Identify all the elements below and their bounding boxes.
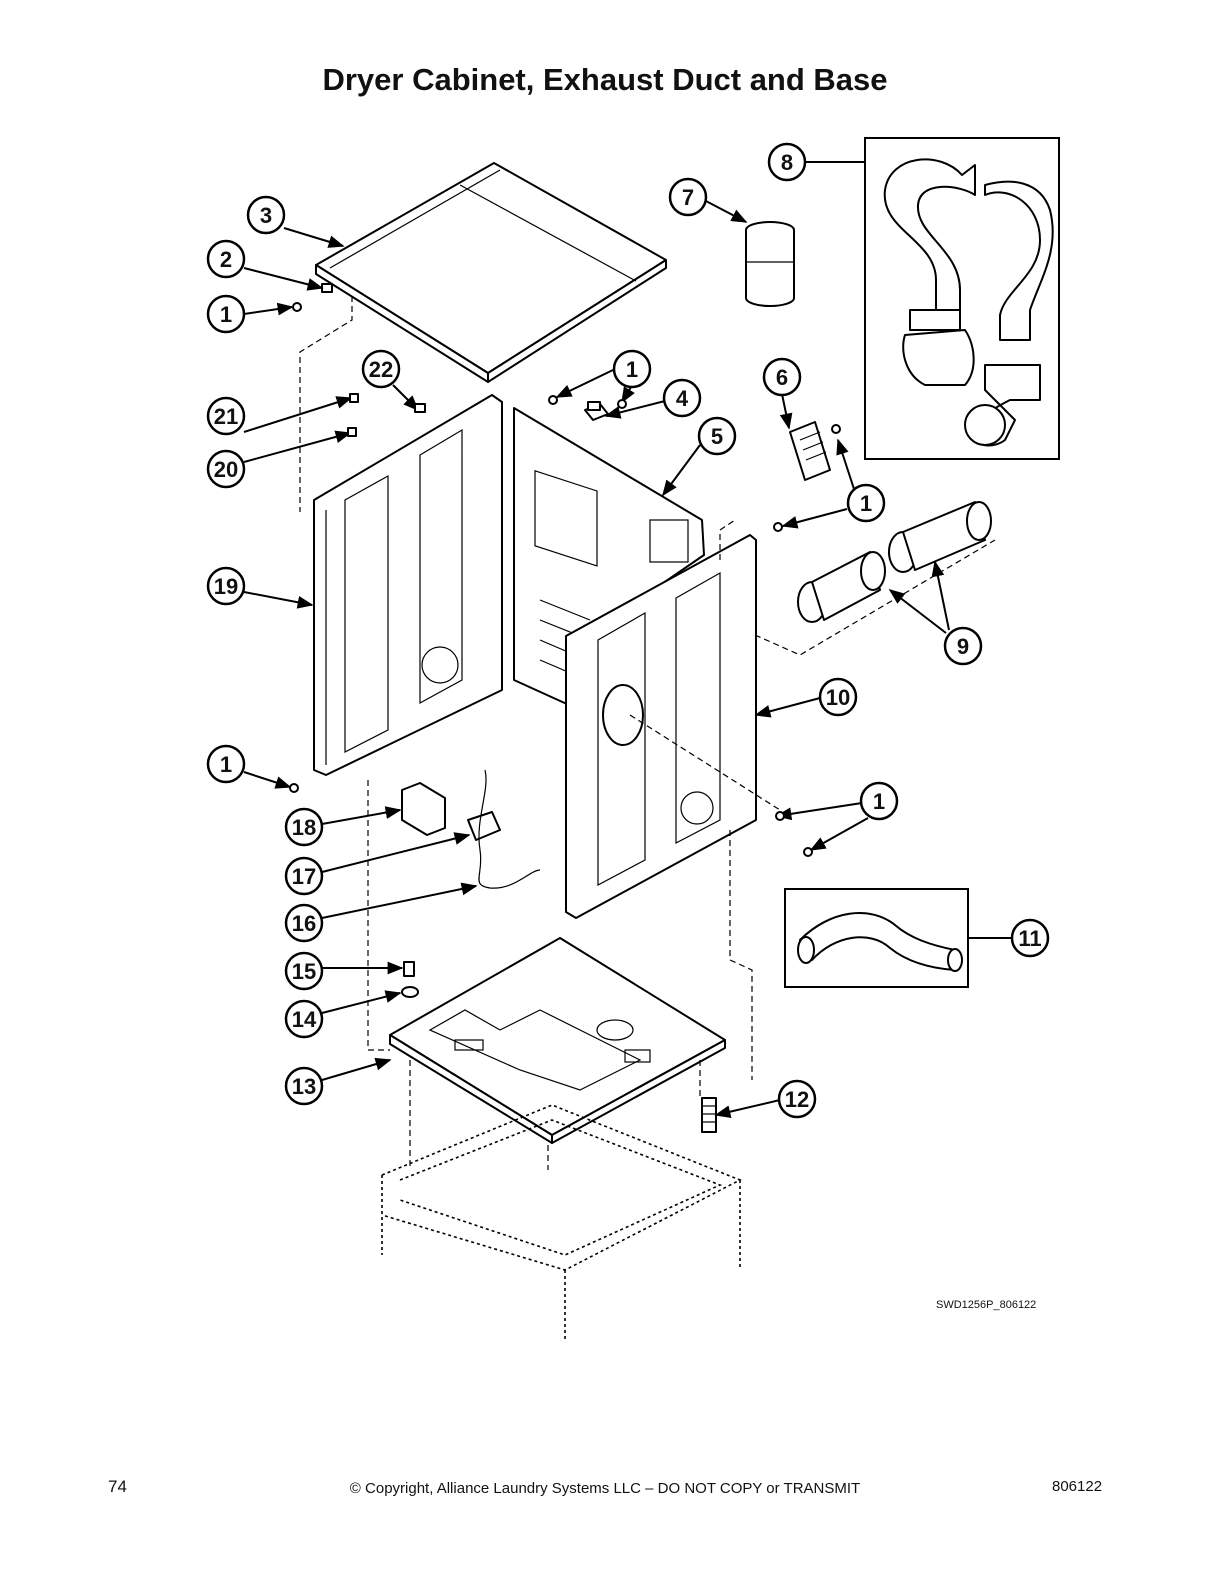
callout-18-label: 18 — [292, 815, 316, 840]
callout-9-label: 9 — [957, 634, 969, 659]
drawing-code: SWD1256P_806122 — [936, 1299, 1037, 1311]
callout-20-label: 20 — [214, 457, 238, 482]
callout-10: 10 — [818, 677, 858, 717]
callout-17: 17 — [284, 856, 324, 896]
callout-1: 1 — [612, 349, 652, 389]
callout-11: 11 — [1010, 918, 1050, 958]
page-title: Dryer Cabinet, Exhaust Duct and Base — [322, 62, 888, 97]
callout-8-label: 8 — [781, 150, 793, 175]
callout-8: 8 — [767, 142, 807, 182]
callout-19-label: 19 — [214, 574, 238, 599]
callout-14-label: 14 — [292, 1007, 317, 1032]
callout-16-label: 16 — [292, 911, 316, 936]
callout-7-label: 7 — [682, 185, 694, 210]
callout-13: 13 — [284, 1066, 324, 1106]
leveling-leg — [701, 1097, 717, 1133]
flex-hose — [784, 888, 969, 988]
bracket — [584, 401, 609, 421]
callout-12-label: 12 — [785, 1087, 809, 1112]
leveling-screw — [401, 961, 419, 998]
callout-18: 18 — [284, 807, 324, 847]
callout-1-label: 1 — [220, 302, 232, 327]
callout-15: 15 — [284, 951, 324, 991]
document-number: 806122 — [1052, 1478, 1103, 1495]
callout-9: 9 — [943, 626, 983, 666]
elbow-duct-kit — [864, 137, 1060, 460]
exhaust-duct — [745, 221, 795, 307]
callout-6: 6 — [762, 357, 802, 397]
callout-1-label: 1 — [626, 357, 638, 382]
base — [389, 937, 726, 1144]
callout-6-label: 6 — [776, 365, 788, 390]
callout-4: 4 — [662, 378, 702, 418]
callout-15-label: 15 — [292, 959, 316, 984]
callout-21: 21 — [206, 396, 246, 436]
callout-19: 19 — [206, 566, 246, 606]
callout-11-label: 11 — [1018, 926, 1041, 951]
vent-plate — [789, 421, 831, 481]
callout-1-label: 1 — [873, 789, 885, 814]
callout-5: 5 — [697, 416, 737, 456]
leader-lines — [243, 161, 1016, 1118]
callout-1: 1 — [206, 744, 246, 784]
callout-4-label: 4 — [676, 386, 689, 411]
callout-1: 1 — [846, 483, 886, 523]
page-number: 74 — [108, 1477, 127, 1496]
callout-1-label: 1 — [220, 752, 232, 777]
harness-bracket — [401, 769, 541, 889]
top-panel — [315, 162, 667, 383]
callout-1: 1 — [206, 294, 246, 334]
callout-21-label: 21 — [214, 404, 238, 429]
callout-16: 16 — [284, 903, 324, 943]
lower-unit-reference — [381, 1104, 742, 1340]
callout-5-label: 5 — [711, 424, 723, 449]
hinge-clip — [321, 283, 333, 293]
callout-1: 1 — [859, 781, 899, 821]
left-side-panel — [313, 394, 503, 776]
callout-14: 14 — [284, 999, 324, 1039]
alignment-lines — [299, 296, 996, 1170]
callout-22: 22 — [361, 349, 401, 389]
screws — [289, 302, 841, 857]
callout-13-label: 13 — [292, 1074, 316, 1099]
duct-pipes — [797, 501, 992, 623]
callout-7: 7 — [668, 177, 708, 217]
callout-22-label: 22 — [369, 357, 393, 382]
copyright-notice: © Copyright, Alliance Laundry Systems LL… — [349, 1480, 861, 1497]
callout-10-label: 10 — [826, 685, 850, 710]
callout-1-label: 1 — [860, 491, 872, 516]
callout-12: 12 — [777, 1079, 817, 1119]
callout-2: 2 — [206, 239, 246, 279]
callout-3-label: 3 — [260, 203, 272, 228]
callout-20: 20 — [206, 449, 246, 489]
front-panel — [565, 534, 757, 919]
callout-2-label: 2 — [220, 247, 232, 272]
callout-3: 3 — [246, 195, 286, 235]
callout-17-label: 17 — [292, 864, 316, 889]
